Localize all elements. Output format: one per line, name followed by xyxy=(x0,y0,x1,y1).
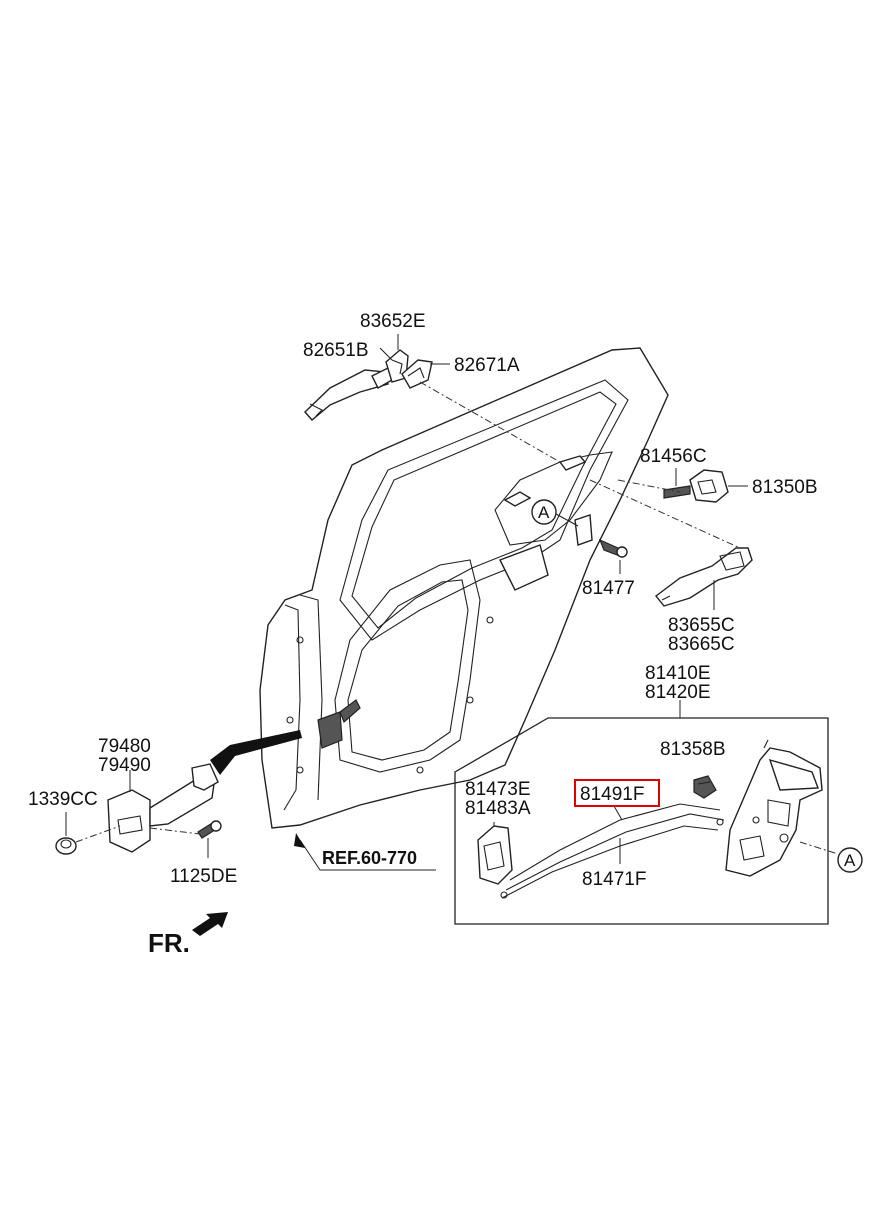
label-81420E: 81420E xyxy=(645,682,711,703)
label-82671A: 82671A xyxy=(454,355,520,376)
label-1339CC: 1339CC xyxy=(28,789,98,810)
label-83665C: 83665C xyxy=(668,634,735,655)
circle-a-door xyxy=(531,499,557,525)
circle-a-door-label: A xyxy=(538,503,550,522)
centerline-bolt xyxy=(149,827,201,835)
actuator-81358B xyxy=(693,775,717,799)
label-81410E: 81410E xyxy=(645,663,711,684)
label-81491F: 81491F xyxy=(580,784,644,805)
handle-base-81350B xyxy=(689,469,729,503)
ref-arrow-head xyxy=(294,833,305,848)
gasket-82671A xyxy=(401,359,433,389)
nut-1339CC xyxy=(55,837,77,855)
bolt-1125DE xyxy=(197,820,222,839)
leader-81491F xyxy=(613,805,623,821)
inside-handle-83655C xyxy=(655,547,753,607)
inside-handle-bracket-81473E xyxy=(477,825,513,885)
label-81456C: 81456C xyxy=(640,446,707,467)
centerline-latch xyxy=(799,841,839,855)
bolt-81477 xyxy=(598,538,628,558)
label-81358B: 81358B xyxy=(660,739,726,760)
centerline-screw xyxy=(617,479,681,493)
label-fr: FR. xyxy=(148,928,190,958)
circle-a-latch xyxy=(837,847,863,873)
label-81477: 81477 xyxy=(582,578,635,599)
fr-arrow-icon xyxy=(192,912,228,936)
leader-a-door xyxy=(555,513,579,527)
label-ref-60-770: REF.60-770 xyxy=(322,848,417,868)
screw-81456C xyxy=(663,485,691,499)
label-81471F: 81471F xyxy=(582,869,646,890)
ref-leader xyxy=(299,839,436,871)
centerline-inside-handle xyxy=(589,479,741,549)
door-latch-assembly xyxy=(725,739,823,877)
centerline-handle xyxy=(419,381,561,463)
label-81350B: 81350B xyxy=(752,477,818,498)
check-strap-arrow xyxy=(210,730,302,775)
door-checker-79480 xyxy=(107,763,219,853)
label-81483A: 81483A xyxy=(465,798,531,819)
outside-handle-82651B xyxy=(304,367,393,421)
door-check-mount xyxy=(317,699,361,749)
label-83652E: 83652E xyxy=(360,311,426,332)
label-82651B: 82651B xyxy=(303,340,369,361)
lock-assembly-panel xyxy=(454,717,829,925)
highlight-box-81491F xyxy=(574,779,660,807)
label-79490: 79490 xyxy=(98,755,151,776)
label-83655C: 83655C xyxy=(668,615,735,636)
label-1125DE: 1125DE xyxy=(170,866,237,887)
label-81473E: 81473E xyxy=(465,779,531,800)
leader-82651B xyxy=(379,347,393,361)
circle-a-latch-label: A xyxy=(844,851,856,870)
label-79480: 79480 xyxy=(98,736,151,757)
rear-door-panel xyxy=(259,347,669,829)
